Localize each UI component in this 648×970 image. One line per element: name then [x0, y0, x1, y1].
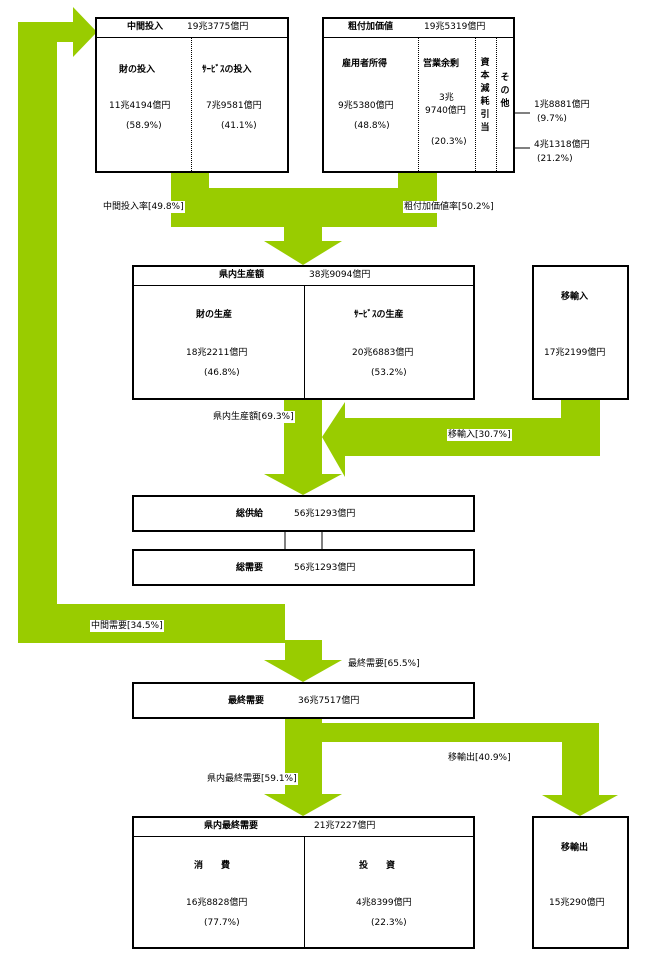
imports-share-label: 移輸入[30.7%] [447, 429, 512, 441]
consumption-label: 消 費 [194, 861, 231, 871]
services-production-share: (53.2%) [371, 368, 407, 378]
goods-input-share: (58.9%) [126, 121, 162, 131]
exports-amount: 15兆290億円 [549, 898, 605, 908]
consumption-share: (77.7%) [204, 918, 240, 928]
employee-income-share: (48.8%) [354, 121, 390, 131]
total-demand-amount: 56兆1293億円 [294, 563, 356, 573]
other-amount: 1兆8881億円 [534, 100, 590, 110]
intermediate-input-title: 中間投入 [127, 22, 164, 32]
input-merge-arrow [171, 172, 437, 265]
exports-share-label: 移輸出[40.9%] [447, 752, 512, 764]
consumption-amount: 16兆8828億円 [186, 898, 248, 908]
intermediate-demand-loop-arrow [18, 7, 285, 643]
intermediate-demand-label: 中間需要[34.5%] [90, 620, 164, 632]
divider [496, 37, 497, 171]
depreciation-label: 資本減耗引当 [480, 58, 490, 133]
services-input-share: (41.1%) [221, 121, 257, 131]
final-demand-share-label: 最終需要[65.5%] [347, 658, 421, 670]
depreciation-share: (21.2%) [537, 154, 573, 164]
final-demand-label: 最終需要 [228, 696, 265, 706]
operating-surplus-amount-2: 9740億円 [425, 106, 466, 116]
production-box: 県内生産額 38兆9094億円 財の生産 18兆2211億円 (46.8%) ｻ… [132, 265, 475, 400]
domestic-final-title: 県内最終需要 [204, 821, 259, 831]
divider [191, 37, 192, 171]
gross-value-added-title: 粗付加価値 [348, 22, 394, 32]
total-supply-box: 総供給 56兆1293億円 [132, 495, 475, 532]
final-demand-box: 最終需要 36兆7517億円 [132, 682, 475, 719]
other-label: その他 [500, 73, 510, 109]
goods-production-amount: 18兆2211億円 [186, 348, 248, 358]
investment-amount: 4兆8399億円 [356, 898, 412, 908]
production-header: 県内生産額 38兆9094億円 [134, 267, 473, 286]
domestic-production-share-label: 県内生産額[69.3%] [212, 411, 295, 423]
gross-value-added-box: 粗付加価値 19兆5319億円 雇用者所得 9兆5380億円 (48.8%) 営… [322, 17, 515, 173]
domestic-final-total: 21兆7227億円 [314, 821, 376, 831]
total-demand-label: 総需要 [236, 563, 264, 573]
other-share: (9.7%) [537, 114, 567, 124]
total-supply-amount: 56兆1293億円 [294, 509, 356, 519]
services-input-amount: 7兆9581億円 [206, 101, 262, 111]
divider [418, 37, 419, 171]
domestic-final-demand-box: 県内最終需要 21兆7227億円 消 費 16兆8828億円 (77.7%) 投… [132, 816, 475, 949]
final-demand-down-arrow [264, 640, 342, 682]
imports-box: 移輸入 17兆2199億円 [532, 265, 629, 400]
total-demand-box: 総需要 56兆1293億円 [132, 549, 475, 586]
operating-surplus-label: 営業余剰 [423, 59, 460, 69]
production-title: 県内生産額 [219, 270, 265, 280]
exports-title: 移輸出 [561, 843, 589, 853]
goods-input-label: 財の投入 [119, 65, 156, 75]
intermediate-input-header: 中間投入 19兆3775億円 [97, 19, 287, 38]
services-input-label: ｻｰﾋﾞｽの投入 [202, 65, 252, 75]
operating-surplus-share: (20.3%) [431, 137, 467, 147]
production-down-arrow [264, 399, 342, 495]
value-added-ratio-label: 粗付加価値率[50.2%] [403, 201, 495, 213]
employee-income-label: 雇用者所得 [342, 59, 388, 69]
domestic-final-demand-header: 県内最終需要 21兆7227億円 [134, 818, 473, 837]
gross-value-added-total: 19兆5319億円 [424, 22, 486, 32]
investment-share: (22.3%) [371, 918, 407, 928]
services-production-amount: 20兆6883億円 [352, 348, 414, 358]
divider [475, 37, 476, 171]
investment-label: 投 資 [359, 861, 396, 871]
goods-production-share: (46.8%) [204, 368, 240, 378]
goods-input-amount: 11兆4194億円 [109, 101, 171, 111]
domestic-final-arrow [264, 718, 342, 816]
total-supply-label: 総供給 [236, 509, 264, 519]
production-total: 38兆9094億円 [309, 270, 371, 280]
domestic-final-share-label: 県内最終需要[59.1%] [206, 773, 298, 785]
intermediate-input-total: 19兆3775億円 [187, 22, 249, 32]
final-demand-amount: 36兆7517億円 [298, 696, 360, 706]
imports-title: 移輸入 [561, 292, 589, 302]
imports-amount: 17兆2199億円 [544, 348, 606, 358]
operating-surplus-amount-1: 3兆 [439, 93, 454, 103]
exports-box: 移輸出 15兆290億円 [532, 816, 629, 949]
goods-production-label: 財の生産 [196, 310, 233, 320]
intermediate-input-box: 中間投入 19兆3775億円 財の投入 11兆4194億円 (58.9%) ｻｰ… [95, 17, 289, 173]
gross-value-added-header: 粗付加価値 19兆5319億円 [324, 19, 513, 38]
divider [304, 285, 305, 398]
depreciation-amount: 4兆1318億円 [534, 140, 590, 150]
services-production-label: ｻｰﾋﾞｽの生産 [354, 310, 404, 320]
employee-income-amount: 9兆5380億円 [338, 101, 394, 111]
divider [304, 836, 305, 947]
exports-arrow [322, 723, 618, 816]
intermediate-input-ratio-label: 中間投入率[49.8%] [102, 201, 185, 213]
